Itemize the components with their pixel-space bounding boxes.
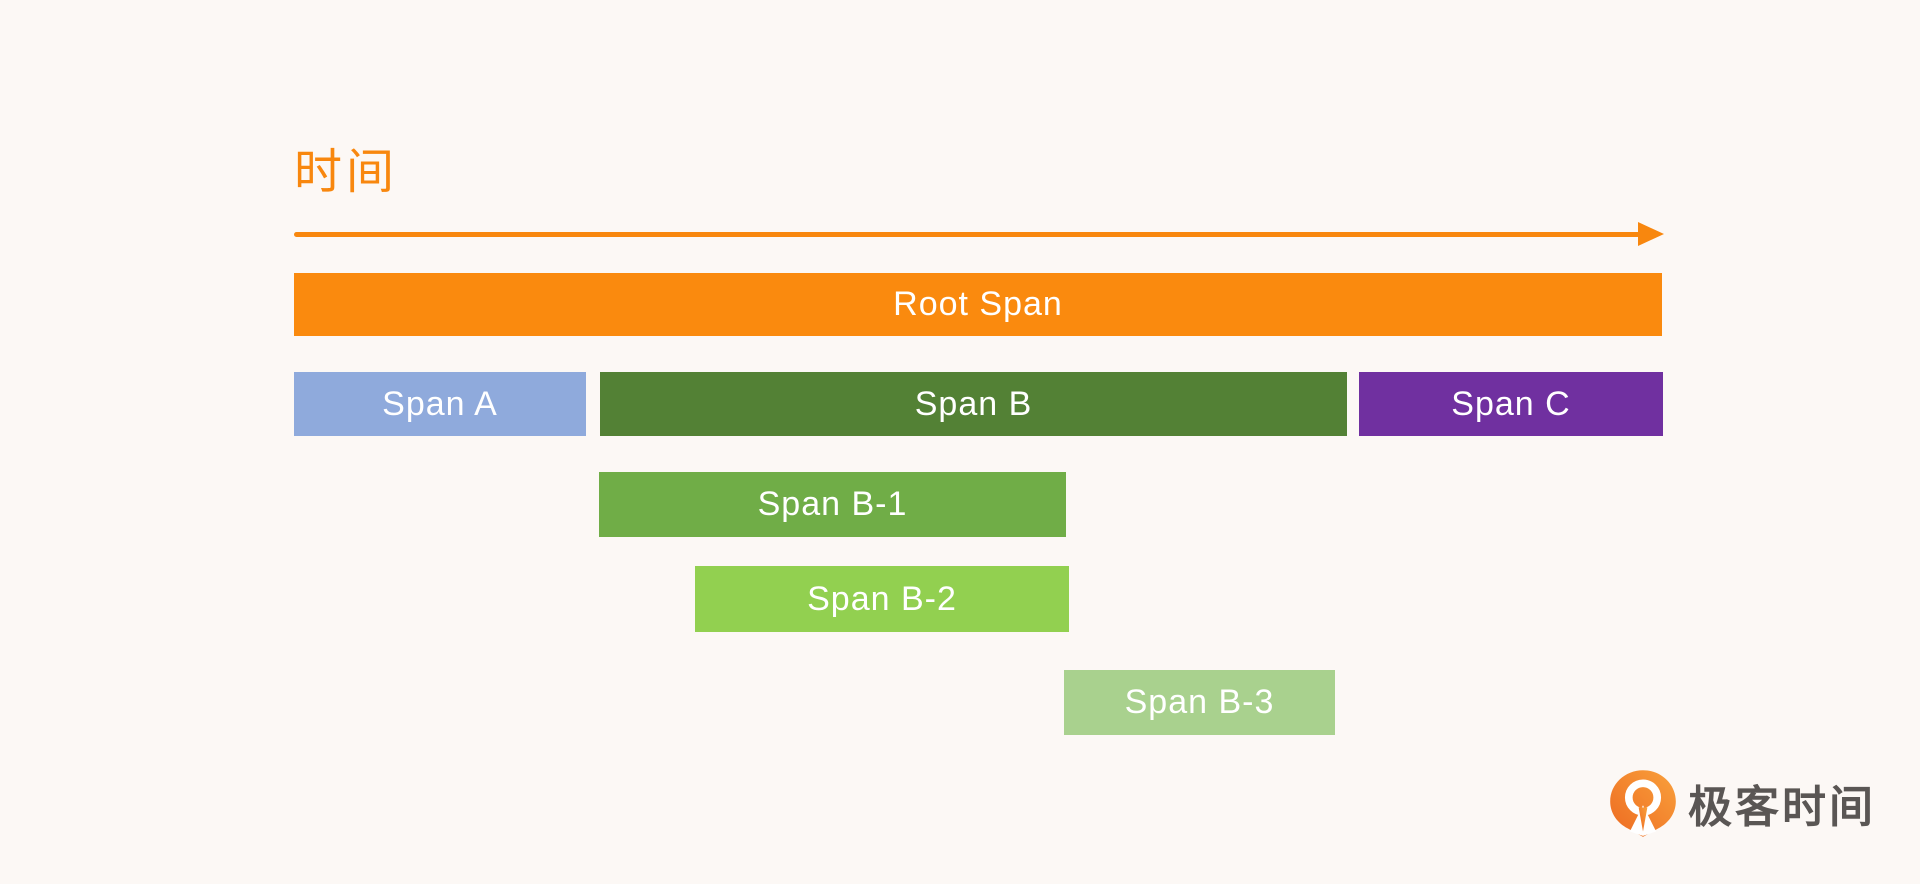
bar-label-span-b-3: Span B-3: [1124, 683, 1275, 721]
geektime-logo-text: 极客时间: [1688, 783, 1876, 832]
bar-span-a: Span A: [294, 372, 586, 436]
bar-span-b: Span B: [600, 372, 1347, 436]
timeline-title: 时间: [294, 146, 399, 199]
geektime-pin-icon: [1608, 768, 1678, 838]
bar-label-span-a: Span A: [382, 384, 498, 423]
bar-label-root-span: Root Span: [893, 285, 1063, 323]
bar-span-b-2: Span B-2: [695, 566, 1069, 632]
timeline-arrow-line: [294, 232, 1640, 237]
bar-label-span-b-1: Span B-1: [757, 485, 908, 523]
bar-span-b-1: Span B-1: [599, 472, 1066, 537]
bar-span-b-3: Span B-3: [1064, 670, 1335, 735]
bar-label-span-c: Span C: [1451, 384, 1571, 423]
bar-root-span: Root Span: [294, 273, 1662, 336]
bar-span-c: Span C: [1359, 372, 1663, 436]
bar-label-span-b: Span B: [914, 384, 1033, 423]
bar-label-span-b-2: Span B-2: [807, 579, 957, 618]
timeline-arrow-head-icon: [1638, 222, 1664, 246]
geektime-logo: 极客时间: [1608, 768, 1876, 838]
